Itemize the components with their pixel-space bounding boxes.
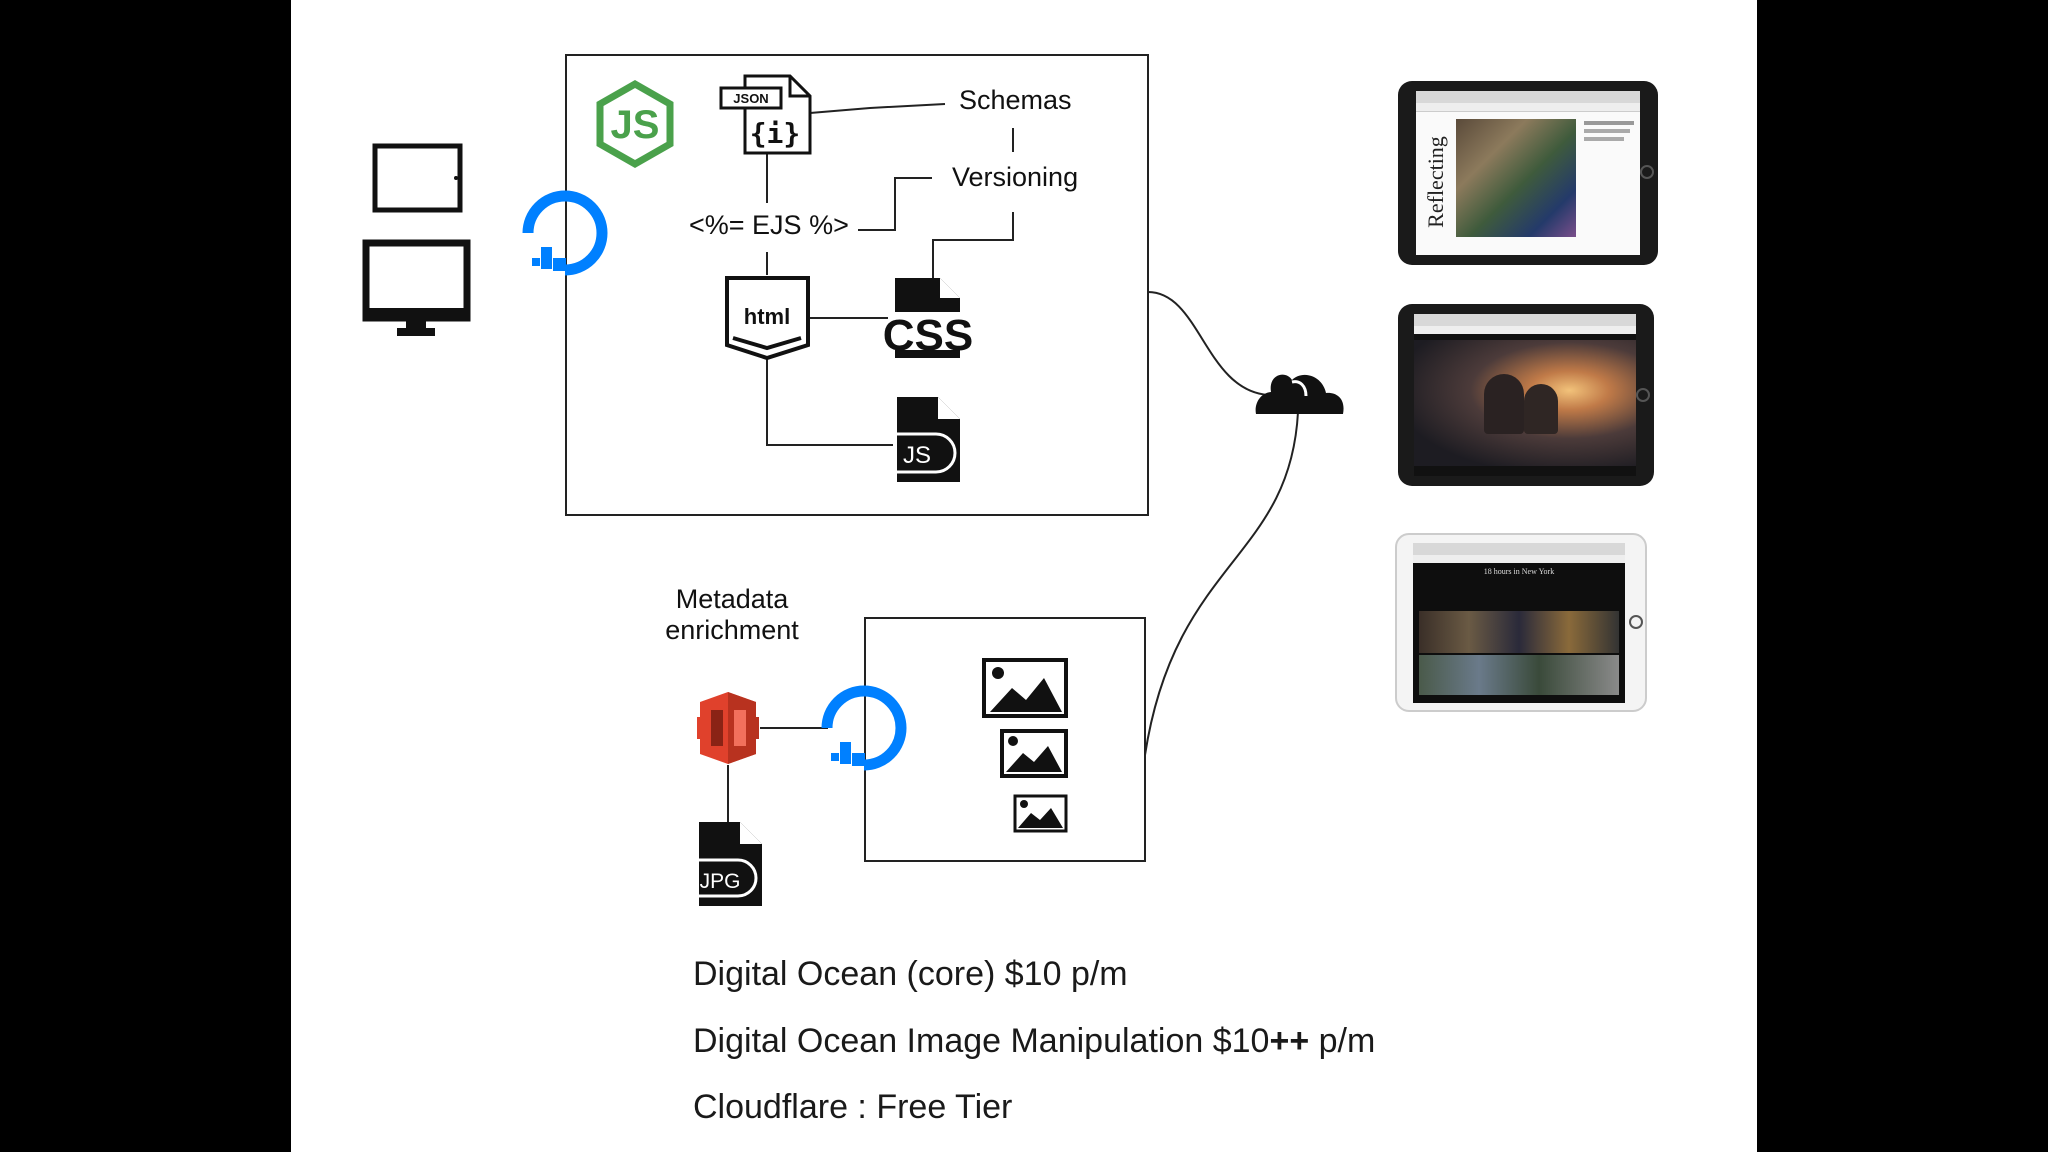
jpg-label: JPG [700, 870, 741, 893]
image-icon-large [982, 658, 1068, 718]
client-devices-icon [362, 143, 471, 336]
cost-line-image-manipulation: Digital Ocean Image Manipulation $10++ p… [693, 1022, 1375, 1061]
desktop-monitor-icon [362, 239, 471, 322]
tablet-screenshot-reflecting: Reflecting [1398, 81, 1658, 265]
tablet-3-screen: 18 hours in New York [1413, 543, 1625, 703]
svg-text:JS: JS [611, 103, 660, 147]
new-york-heading: 18 hours in New York [1483, 567, 1555, 576]
json-file-icon: JSON {i} [719, 74, 812, 155]
digitalocean-logo-bottom [821, 685, 907, 771]
tablet-2-screen [1414, 314, 1636, 476]
tablet-screenshot-new-york: 18 hours in New York [1395, 533, 1647, 712]
nodejs-icon: JS [596, 79, 674, 169]
json-braces-label: {i} [750, 117, 801, 150]
cost-line-core: Digital Ocean (core) $10 p/m [693, 955, 1128, 993]
js-label: JS [903, 442, 931, 469]
server-box [565, 54, 1149, 516]
metadata-label-line1: Metadata [675, 584, 789, 614]
html-file-icon: html [725, 276, 810, 361]
cloudflare-cloud-icon [1255, 374, 1344, 414]
image-icon-medium [1000, 729, 1068, 778]
image-storage-box [864, 617, 1146, 862]
metadata-label-line2: enrichment [665, 615, 799, 645]
tablet-device-icon [372, 143, 463, 213]
js-file-icon: JS [897, 397, 960, 482]
metadata-enrichment-label: Metadata enrichment [648, 584, 816, 646]
cost-line-image-suffix: p/m [1309, 1022, 1376, 1060]
tablet-screenshot-sunset [1398, 304, 1654, 486]
image-icon-small [1013, 794, 1068, 833]
tablet-1-screen: Reflecting [1416, 91, 1640, 255]
server-connectors [727, 103, 1299, 822]
reflecting-heading: Reflecting [1422, 136, 1448, 228]
amazon-s3-icon [697, 692, 759, 764]
ejs-label: <%= EJS %> [689, 210, 849, 240]
css-label: CSS [883, 311, 973, 360]
cost-line-image-bold: ++ [1269, 1022, 1310, 1060]
cost-line-image-prefix: Digital Ocean Image Manipulation $10 [693, 1022, 1270, 1060]
html-label: html [744, 304, 790, 329]
cost-line-cloudflare: Cloudflare : Free Tier [693, 1088, 1013, 1126]
schemas-label: Schemas [959, 85, 1072, 115]
digitalocean-logo-top [522, 190, 608, 276]
versioning-label: Versioning [952, 162, 1079, 192]
json-tag-label: JSON [733, 91, 768, 106]
jpg-file-icon: JPG [699, 822, 762, 906]
css-file-icon: CSS [883, 278, 973, 360]
